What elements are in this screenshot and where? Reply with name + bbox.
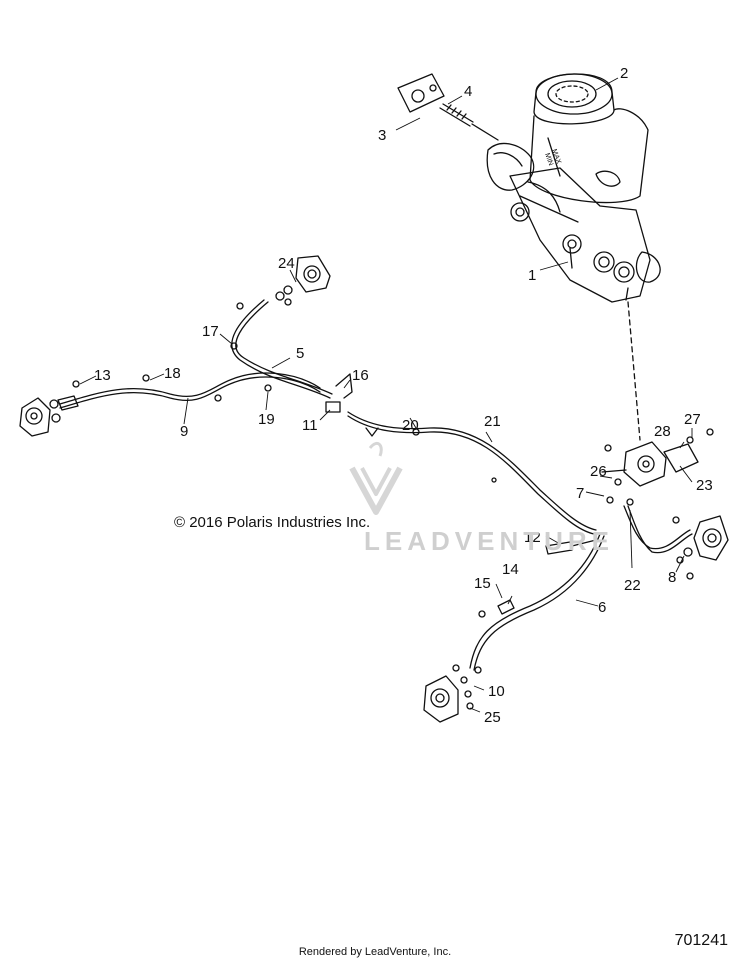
callout-16: 16 <box>352 367 369 384</box>
figure-id: 701241 <box>674 932 728 949</box>
caliper-right <box>672 515 729 580</box>
callout-1: 1 <box>528 267 536 284</box>
callout-10: 10 <box>488 683 505 700</box>
callout-6: 6 <box>598 599 606 616</box>
fitting-12 <box>545 541 573 555</box>
callout-28: 28 <box>654 423 671 440</box>
watermark-text: LEADVENTURE <box>364 526 615 556</box>
callout-14: 14 <box>502 561 519 578</box>
leader-lines <box>79 77 693 713</box>
callout-20: 20 <box>402 417 419 434</box>
proportioning-valve <box>601 428 714 506</box>
callout-23: 23 <box>696 477 713 494</box>
reservoir-max-label: MAX <box>550 148 562 165</box>
connection-dashed-line <box>627 301 641 441</box>
callout-4: 4 <box>464 83 472 100</box>
callouts: 1 2 3 4 5 6 7 8 9 10 11 12 13 14 15 16 1… <box>94 65 713 726</box>
callout-24: 24 <box>278 255 295 272</box>
master-cylinder-assembly: MAX MIN <box>397 73 661 303</box>
callout-27: 27 <box>684 411 701 428</box>
callout-25: 25 <box>484 709 501 726</box>
caliper-left <box>19 380 80 437</box>
callout-26: 26 <box>590 463 607 480</box>
callout-21: 21 <box>484 413 501 430</box>
callout-22: 22 <box>624 577 641 594</box>
caliper-lower <box>423 664 482 723</box>
brake-line-6 <box>469 533 601 669</box>
callout-13: 13 <box>94 367 111 384</box>
brake-line-22 <box>623 505 691 550</box>
clip-14 <box>497 599 515 615</box>
callout-7: 7 <box>576 485 584 502</box>
brake-line-5 <box>231 299 331 399</box>
caliper-bracket-upper <box>275 255 331 306</box>
junction-block-11 <box>325 401 341 413</box>
copyright-notice: © 2016 Polaris Industries Inc. <box>174 514 371 531</box>
watermark-logo-icon <box>349 442 403 515</box>
callout-9: 9 <box>180 423 188 440</box>
callout-5: 5 <box>296 345 304 362</box>
callout-2: 2 <box>620 65 628 82</box>
brake-line-21 <box>347 411 597 531</box>
callout-15: 15 <box>474 575 491 592</box>
footer-credit: Rendered by LeadVenture, Inc. <box>298 946 452 958</box>
callout-11: 11 <box>302 417 318 434</box>
callout-19: 19 <box>258 411 275 428</box>
callout-8: 8 <box>668 569 676 586</box>
callout-17: 17 <box>202 323 219 340</box>
bracket-16 <box>335 373 353 399</box>
reservoir-min-label: MIN <box>543 152 554 166</box>
callout-3: 3 <box>378 127 386 144</box>
callout-18: 18 <box>164 365 181 382</box>
callout-12: 12 <box>524 529 541 546</box>
